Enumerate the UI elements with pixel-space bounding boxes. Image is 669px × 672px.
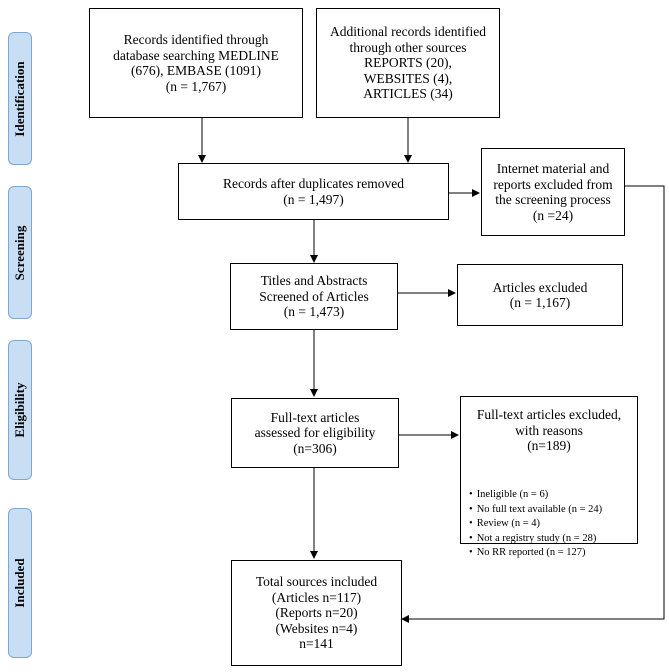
internet-excluded-box: Internet material and reports excluded f… [481,148,625,236]
exclusion-reasons-list: Ineligible (n = 6) No full text availabl… [469,488,602,561]
list-item: Not a registry study (n = 28) [469,532,602,547]
stage-screening: Screening [8,186,32,319]
stage-included: Included [8,508,32,658]
list-item: Ineligible (n = 6) [469,488,602,503]
duplicates-removed-box: Records after duplicates removed (n = 1,… [178,163,449,220]
total-included-box: Total sources included (Articles n=117) … [231,560,402,666]
fulltext-assessed-box: Full-text articles assessed for eligibil… [231,398,399,468]
articles-excluded-box: Articles excluded (n = 1,167) [457,264,623,326]
titles-screened-box: Titles and Abstracts Screened of Article… [230,263,398,330]
other-sources-records-box: Additional records identified through ot… [316,8,500,118]
fulltext-excluded-box: Full-text articles excluded, with reason… [460,396,638,558]
stage-eligibility: Eligibility [8,340,32,480]
list-item: No full text available (n = 24) [469,503,602,518]
arrow-internet-to-total [401,185,665,623]
list-item: No RR reported (n = 127) [469,546,602,561]
stage-identification: Identification [8,32,32,165]
database-records-box: Records identified through database sear… [89,8,303,118]
list-item: Review (n = 4) [469,517,602,532]
